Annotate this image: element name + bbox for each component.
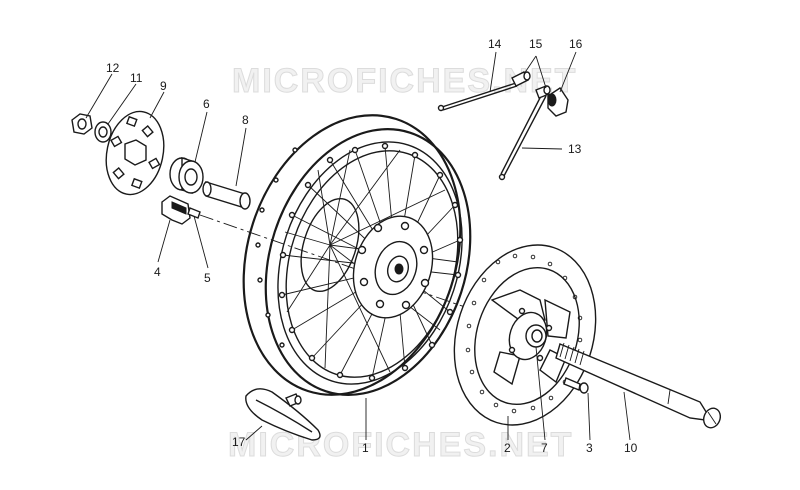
callout-12: 12 [106,61,120,75]
rod-14-shaft [441,82,517,108]
disc-drill-holes [465,253,583,414]
tone-ring-hex [124,139,147,166]
callout-17: 17 [232,435,246,449]
callout-15: 15 [529,37,543,51]
pin-b-head [543,85,551,95]
spoke-nipples [278,142,464,382]
callout-1: 1 [362,441,369,455]
part-pins [511,71,551,99]
nut-body [71,113,93,135]
callout-8: 8 [242,113,249,127]
callout-3: 3 [586,441,593,455]
callout-4: 4 [154,265,161,279]
axle-centerline [199,214,561,341]
part-bushing [202,181,251,210]
part-bearing [169,157,204,194]
part-tab [187,207,201,219]
callout-7: 7 [541,441,548,455]
callouts: 1 2 3 4 5 6 7 8 9 10 11 12 13 14 15 16 1… [106,37,638,455]
rim-holes [255,147,298,348]
rod-13-shaft-edge [500,93,543,175]
valve-cap [294,395,302,405]
rim-well [285,150,459,378]
rod-13-shaft [503,95,547,177]
callout-5: 5 [204,271,211,285]
callout-10: 10 [624,441,638,455]
axle-shaft [555,343,709,421]
nut-bore [77,118,87,130]
callout-13: 13 [568,142,582,156]
axle-head-slot [707,411,717,425]
callout-9: 9 [160,79,167,93]
part-sensor [161,195,191,225]
part-bolt [563,377,589,394]
part-rod-13 [498,93,547,181]
part-cap [547,87,569,117]
bolt-shank [563,377,581,391]
bushing-end-right [239,192,251,210]
part-brake-disc [453,244,597,426]
callout-11: 11 [130,71,143,85]
part-rod-14 [437,82,518,112]
part-axle [555,342,722,429]
rod-13-end [498,173,506,181]
leader-lines [85,51,631,441]
hub-bore-center [394,263,404,275]
part-washer [94,121,112,143]
hub-drum-back [300,197,360,293]
washer-outer [94,121,112,143]
spacer-bore [531,329,543,343]
hub-flange-holes [357,221,430,310]
part-nut [71,113,93,135]
watermark-bottom: MICROFICHES.NET [228,426,573,464]
pin-a-head [523,71,531,81]
tone-ring-windows [110,115,161,190]
bushing-end-left [202,181,212,197]
sensor-top [171,201,187,215]
axle-thread [559,342,585,366]
rod-14-end [437,104,445,112]
callout-2: 2 [504,441,511,455]
cap-opening [547,93,557,107]
callout-14: 14 [488,37,502,51]
callout-6: 6 [203,97,210,111]
axle-shoulder [667,389,671,405]
rod-14-shaft-edge [442,85,518,111]
part-spacer [525,324,547,348]
disc-bolt-holes [508,307,553,362]
part-valve-guard [245,388,321,441]
bearing-inner-race [184,168,198,186]
washer-inner [98,126,108,138]
bolt-head [579,382,589,394]
rim-outer-front [264,128,472,396]
rim-inner-lip [277,141,463,385]
part-tone-ring [105,110,165,196]
bushing-body [205,181,246,209]
tab-body [187,207,201,219]
guard-edge [255,399,313,433]
callout-16: 16 [569,37,583,51]
part-wheel [242,114,472,396]
bearing-front [178,160,204,194]
